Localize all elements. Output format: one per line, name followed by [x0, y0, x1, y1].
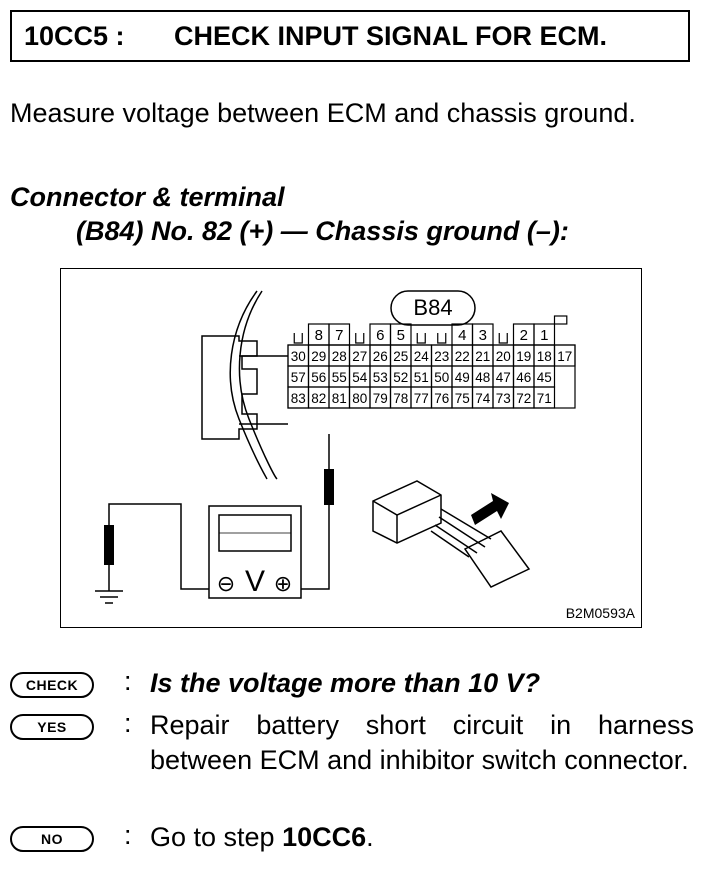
- terminal-number: 74: [475, 391, 491, 406]
- terminal-number: 20: [496, 349, 511, 364]
- step-header: 10CC5 : CHECK INPUT SIGNAL FOR ECM.: [10, 10, 690, 62]
- terminal-number: 79: [373, 391, 388, 406]
- probe-lead-positive: [301, 434, 330, 590]
- terminal-number: 19: [516, 349, 531, 364]
- terminal-number: 75: [455, 391, 470, 406]
- terminal-number: 45: [537, 370, 552, 385]
- terminal-cell: [553, 344, 576, 367]
- latch-notch: [293, 333, 303, 344]
- terminal-number: 29: [311, 349, 326, 364]
- break-line: [229, 290, 268, 480]
- terminal-number: 17: [557, 349, 572, 364]
- terminal-number: 81: [332, 391, 347, 406]
- negative-terminal-icon: ⊖: [217, 571, 235, 596]
- terminal-number: 27: [352, 349, 367, 364]
- terminal-number: 83: [291, 391, 306, 406]
- terminal-number: 7: [335, 327, 343, 344]
- voltmeter-symbol: V: [245, 565, 265, 598]
- b84-label-oval: [390, 290, 476, 326]
- instruction-text: Measure voltage between ECM and chassis …: [10, 98, 636, 128]
- terminal-number: 3: [479, 327, 487, 344]
- terminal-number: 54: [352, 370, 368, 385]
- insertion-arrow: [471, 493, 509, 525]
- harness-wire-bundle: [463, 530, 531, 588]
- yes-badge: YES: [10, 714, 94, 740]
- no-badge: NO: [10, 826, 94, 852]
- terminal-number: 25: [393, 349, 408, 364]
- terminal-number: 46: [516, 370, 531, 385]
- no-action-suffix: .: [366, 822, 374, 852]
- terminal-number: 21: [475, 349, 490, 364]
- terminal-number: 8: [315, 327, 323, 344]
- no-action-prefix: Go to step: [150, 822, 283, 852]
- terminal-number: 30: [291, 349, 306, 364]
- terminal-number: 26: [373, 349, 388, 364]
- terminal-number: 23: [434, 349, 449, 364]
- colon: :: [124, 666, 132, 696]
- terminal-number: 6: [376, 327, 384, 344]
- colon: :: [124, 820, 132, 850]
- check-badge: CHECK: [10, 672, 94, 698]
- terminal-number: 1: [540, 327, 548, 344]
- probe-negative: [104, 525, 114, 565]
- terminal-number: 73: [496, 391, 511, 406]
- terminal-number: 28: [332, 349, 347, 364]
- terminal-number: 57: [291, 370, 306, 385]
- terminal-number: 76: [434, 391, 449, 406]
- terminal-number: 80: [352, 391, 367, 406]
- yes-action: Repair battery short circuit in harness …: [150, 710, 694, 775]
- terminal-cell: [533, 386, 556, 409]
- figure-id: B2M0593A: [565, 605, 635, 621]
- terminal-number: 51: [414, 370, 429, 385]
- terminal-number: 71: [537, 391, 552, 406]
- harness-connector: [372, 480, 442, 544]
- latch-notch: [498, 333, 508, 344]
- probe-lead-negative: [108, 503, 209, 591]
- latch-notch: [355, 333, 365, 344]
- terminal-number: 22: [455, 349, 470, 364]
- terminal-number: 48: [475, 370, 490, 385]
- terminal-number: 24: [414, 349, 430, 364]
- terminal-number: 50: [434, 370, 449, 385]
- terminal-number: 56: [311, 370, 326, 385]
- latch-notch: [416, 333, 426, 344]
- terminal-number: 78: [393, 391, 408, 406]
- terminal-number: 47: [496, 370, 511, 385]
- connector-heading: Connector & terminal: [10, 182, 285, 212]
- positive-terminal-icon: ⊕: [274, 571, 292, 596]
- terminal-number: 2: [520, 327, 528, 344]
- terminal-number: 4: [458, 327, 466, 344]
- terminal-number: 18: [537, 349, 552, 364]
- probe-positive: [324, 469, 334, 505]
- next-step-code: 10CC6: [282, 822, 367, 852]
- step-title: CHECK INPUT SIGNAL FOR ECM.: [174, 21, 608, 51]
- terminal-number: 82: [311, 391, 326, 406]
- terminal-number: 72: [516, 391, 531, 406]
- connector-tab: [553, 315, 568, 325]
- terminal-number: 49: [455, 370, 470, 385]
- terminal-number: 77: [414, 391, 429, 406]
- terminal-number: 53: [373, 370, 388, 385]
- colon: :: [124, 708, 132, 738]
- terminal-number: 55: [332, 370, 347, 385]
- connector-spec: (B84) No. 82 (+) — Chassis ground (–):: [76, 216, 569, 246]
- no-action: Go to step 10CC6.: [150, 820, 694, 855]
- terminal-number: 5: [397, 327, 405, 344]
- check-question: Is the voltage more than 10 V?: [150, 668, 541, 698]
- step-code: 10CC5 :: [24, 21, 125, 51]
- terminal-number: 52: [393, 370, 408, 385]
- voltmeter: [208, 505, 302, 599]
- latch-notch: [437, 333, 447, 344]
- b84-label: B84: [413, 295, 452, 320]
- ecm-connector-housing: [201, 335, 258, 440]
